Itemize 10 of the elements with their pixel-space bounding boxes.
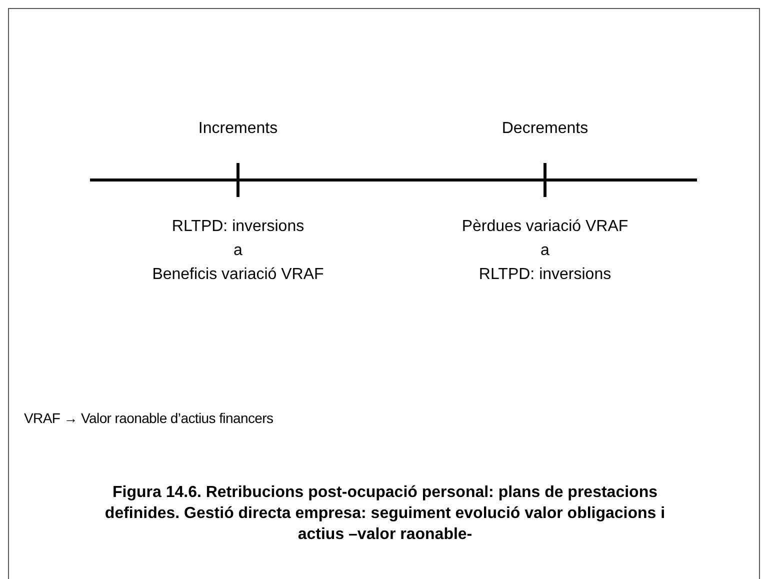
journal-entry-line: Pèrdues variació VRAF <box>462 218 628 236</box>
column-heading: Increments <box>198 120 278 138</box>
journal-entry-line: RLTPD: inversions <box>478 266 612 284</box>
abbreviation-note: VRAF → Valor raonable d’actius financers <box>24 410 274 426</box>
journal-entry-line: a <box>540 242 550 260</box>
journal-entry-line: RLTPD: inversions <box>172 218 304 236</box>
journal-entry-line: a <box>234 242 242 260</box>
column-heading: Decrements <box>502 120 588 138</box>
journal-entry-line: Beneficis variació VRAF <box>152 266 324 284</box>
figure-caption: Figura 14.6. Retribucions post-ocupació personal: plans de prestacions definides. Gestió directa empresa: seguiment evolució valor obligacions i actius –valor raonable- <box>104 483 666 545</box>
